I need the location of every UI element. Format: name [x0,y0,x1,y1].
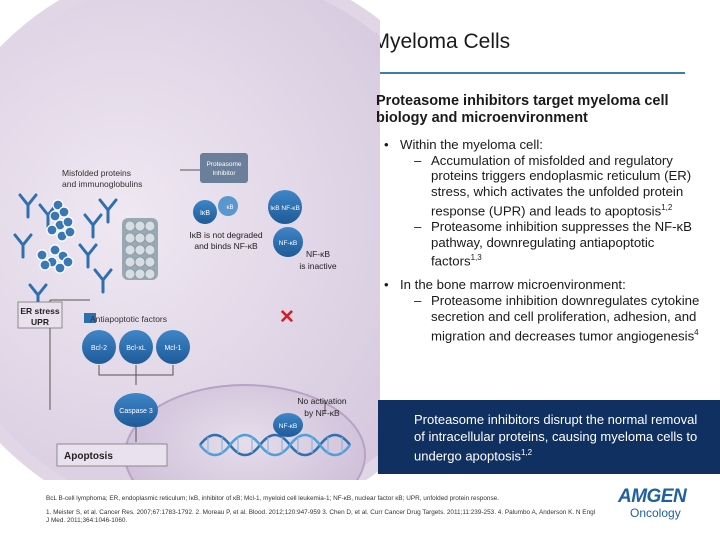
apoptosis-label: Apoptosis [64,451,113,462]
ikb-nfkb-label: IκB NF-κB [270,205,300,212]
no-activation-1: No activation [297,396,346,406]
er-stress-label: ER stress [20,306,59,316]
proteasome-inhibitor-label-1: Proteasome [206,161,241,168]
myeloma-cell-diagram: Proteasome Inhibitor Misfolded proteins … [0,0,380,480]
nfkb-on-dna [273,413,303,437]
abbreviations: BcL B-cell lymphoma; ER, endoplasmic ret… [46,495,499,502]
sub-bullet-microenvironment: –Proteasome inhibition downregulates cyt… [414,293,700,343]
bullet-list: Within the myeloma cell: –Accumulation o… [384,137,704,344]
summary-callout: Proteasome inhibitors disrupt the normal… [378,400,720,474]
bcl2-circle [82,330,116,364]
nfkb-blob [273,227,303,257]
footnotes: BcL B-cell lymphoma; ER, endoplasmic ret… [46,495,596,526]
mcl1-label: Mcl-1 [164,345,181,352]
misfolded-label-2: and immunoglobulins [62,179,142,189]
dna-helix [199,433,351,457]
bclxl-label: Bcl-xL [126,345,146,352]
caspase-blob [114,393,158,427]
misfolded-protein-clumps [36,199,76,274]
ikb-blob [193,200,217,224]
ikb-nfkb-complex [268,190,302,224]
nfkb-inactive-2: is inactive [299,261,337,271]
amgen-logo: AMGEN Oncology [618,486,714,530]
nfkb-label: NF-κB [279,240,297,247]
nfkb-dna-label: NF-κB [279,423,297,430]
proteasome-inhibitor-label-2: Inhibitor [212,170,236,177]
no-activation-2: by NF-κB [304,408,340,418]
upr-label: UPR [31,317,49,327]
ikb-blob-2 [218,196,238,216]
ikb-note-2: and binds NF-κB [194,241,258,251]
nfkb-inactive-1: NF-κB [306,249,330,259]
ikb-label: IκB [200,210,210,217]
svg-text:κB: κB [226,205,233,211]
ikb-note-1: IκB is not degraded [189,230,263,240]
references: 1. Meister S, et al. Cancer Res. 2007;67… [46,508,596,525]
proteasome-inhibitor-box [200,153,248,183]
immunoglobulin-icons [13,193,118,307]
amgen-wordmark: AMGEN [618,486,687,507]
arrow-factors-to-caspase [98,365,174,385]
bcl2-label: Bcl-2 [91,345,107,352]
block-x-mark: ✕ [279,307,295,328]
bullet-bone-marrow: In the bone marrow microenvironment: [384,277,704,293]
er-stress-box [17,301,63,329]
sub-bullet-er-stress: –Accumulation of misfolded and regulator… [414,152,692,219]
antiapoptotic-tag [84,313,96,323]
apoptosis-box [56,443,168,467]
bclxl-circle [119,330,153,364]
proteasome-icon [122,218,158,280]
misfolded-label-1: Misfolded proteins [62,168,131,178]
antiapoptotic-label: Antiapoptotic factors [90,314,167,324]
caspase-label: Caspase 3 [119,408,153,415]
oncology-label: Oncology [630,506,681,520]
bullet-within-cell: Within the myeloma cell: [384,137,704,153]
sub-bullet-nfkb: –Proteasome inhibition suppresses the NF… [414,218,692,269]
mcl1-circle [156,330,190,364]
right-heading: Proteasome inhibitors target myeloma cel… [376,93,669,126]
